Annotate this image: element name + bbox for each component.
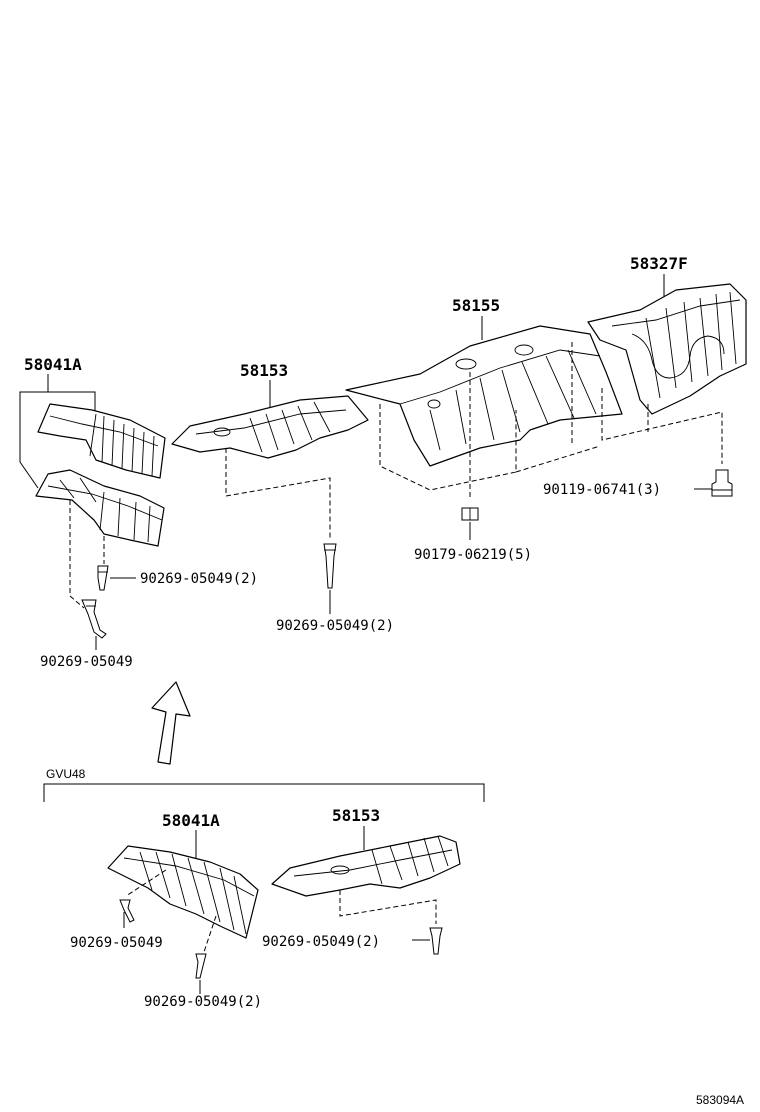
label-lower-58153: 58153 (332, 806, 380, 825)
label-58041a: 58041A (24, 355, 82, 374)
label-clip-lower-b: 90269-05049(2) (144, 994, 262, 1010)
dashline-rear (601, 388, 723, 464)
dashline-mid (379, 342, 601, 500)
shield-58041a-upper (37, 403, 166, 479)
label-variant-group: GVU48 (46, 767, 86, 781)
clip-front-upper (97, 565, 109, 591)
label-58153: 58153 (240, 361, 288, 380)
nut-mid (461, 507, 479, 521)
clip-lower-center (429, 927, 443, 955)
variant-bracket (43, 783, 485, 802)
bracket-58041a (19, 391, 96, 489)
shield-58327f (587, 283, 747, 415)
bolt-rear (711, 469, 733, 497)
label-clip-center: 90269-05049(2) (276, 618, 394, 634)
label-58155: 58155 (452, 296, 500, 315)
label-nut-mid: 90179-06219(5) (414, 547, 532, 563)
dashline-front-1 (69, 500, 85, 609)
shield-58041a-lower (35, 469, 165, 547)
label-clip-front-b: 90269-05049 (40, 654, 133, 670)
dashline-lower-center (339, 890, 437, 924)
dashline-center (225, 448, 331, 540)
clip-front-lower (81, 599, 107, 639)
shield-58155 (345, 325, 623, 467)
shield-lower-58041a (107, 845, 259, 939)
direction-arrow-icon (151, 681, 191, 765)
figure-id: 583094A (696, 1093, 744, 1107)
shield-lower-58153 (271, 835, 461, 897)
clip-lower-a (119, 899, 135, 923)
label-bolt-rear: 90119-06741(3) (543, 482, 661, 498)
label-58327f: 58327F (630, 254, 688, 273)
shield-58153 (171, 395, 369, 459)
label-clip-lower-a: 90269-05049 (70, 935, 163, 951)
dashline-lower-front-2 (201, 915, 217, 959)
label-clip-front-a: 90269-05049(2) (140, 571, 258, 587)
clip-lower-b (195, 953, 207, 979)
label-clip-lower-center: 90269-05049(2) (262, 934, 380, 950)
clip-center (323, 543, 337, 589)
label-lower-58041a: 58041A (162, 811, 220, 830)
